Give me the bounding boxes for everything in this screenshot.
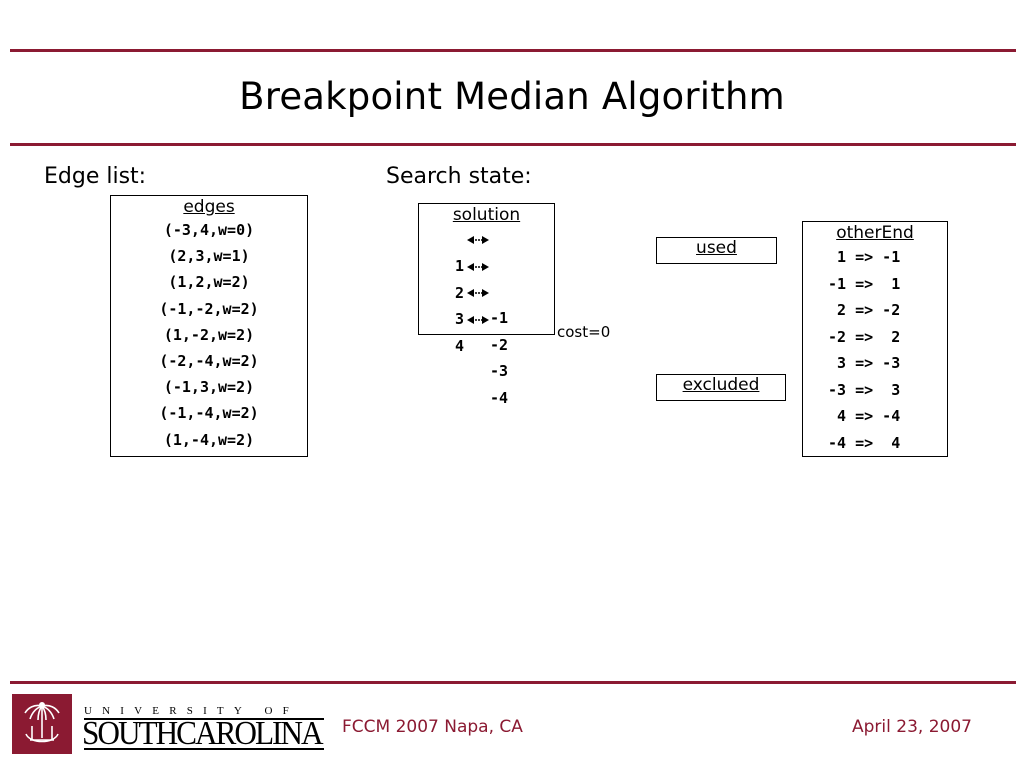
solution-right-value: -4 (490, 388, 509, 407)
edge-item: (-2,-4,w=2) (159, 351, 259, 370)
solution-row: 1 -1 (419, 227, 554, 327)
other-end-header: otherEnd (836, 223, 914, 243)
other-end-row: 3 => -3 (828, 354, 901, 372)
edge-item: (1,2,w=2) (168, 273, 250, 292)
edges-header: edges (183, 197, 235, 217)
footer-rule (10, 681, 1016, 684)
other-end-row: -3 => 3 (828, 380, 901, 399)
solution-left-value: 2 (455, 283, 465, 302)
double-arrow-icon (467, 315, 489, 324)
search-state-label: Search state: (386, 164, 532, 189)
cost-label: cost=0 (557, 323, 611, 341)
other-end-row: -4 => 4 (828, 433, 901, 452)
solution-left-value: 1 (455, 257, 465, 275)
logo-university-of: UNIVERSITY OF (84, 705, 299, 717)
title-underline-rule (10, 143, 1016, 146)
used-box: used (656, 237, 777, 264)
solution-row: 3 -3 (419, 280, 554, 380)
edge-item: (1,-2,w=2) (163, 325, 255, 344)
slide-title: Breakpoint Median Algorithm (239, 75, 785, 118)
edge-item: (-3,4,w=0) (163, 221, 255, 239)
excluded-box: excluded (656, 374, 786, 401)
edge-list-label: Edge list: (44, 164, 147, 189)
edge-item: (2,3,w=1) (168, 247, 250, 266)
solution-right-value: -1 (490, 309, 509, 327)
solution-right-value: -3 (490, 362, 509, 380)
top-rule (10, 49, 1016, 52)
solution-table: solution 1 -1 2 -2 3 -3 4 -4 (418, 203, 555, 407)
solution-row: 2 -2 (419, 254, 554, 354)
logo-rule-top (84, 718, 324, 720)
solution-left-value: 4 (455, 336, 465, 355)
double-arrow-icon (467, 289, 489, 297)
double-arrow-icon (467, 236, 489, 244)
edge-item: (-1,-2,w=2) (159, 299, 259, 318)
other-end-row: 2 => -2 (828, 301, 901, 319)
edge-item: (1,-4,w=2) (163, 430, 255, 449)
solution-left-value: 3 (455, 310, 465, 328)
footer-date: April 23, 2007 (852, 717, 972, 737)
edges-table: edges (-3,4,w=0) (2,3,w=1) (1,2,w=2) (-1… (110, 195, 308, 457)
other-end-table: otherEnd 1 => -1 -1 => 1 2 => -2 -2 => 2… (802, 221, 948, 457)
double-arrow-icon (467, 262, 489, 271)
solution-right-value: -2 (490, 335, 509, 354)
logo-south-carolina: SOUTHCAROLINA (82, 715, 324, 752)
edge-item: (-1,3,w=2) (163, 378, 255, 397)
palmetto-seal-icon (12, 694, 72, 754)
edge-item: (-1,-4,w=2) (159, 404, 259, 423)
used-header: used (696, 238, 737, 258)
logo-rule-bottom (84, 748, 324, 750)
solution-header: solution (452, 205, 521, 225)
footer-event: FCCM 2007 Napa, CA (342, 717, 523, 737)
other-end-row: -2 => 2 (828, 327, 901, 346)
other-end-row: -1 => 1 (828, 274, 901, 293)
other-end-row: 4 => -4 (828, 407, 901, 425)
other-end-row: 1 => -1 (828, 248, 901, 266)
excluded-header: excluded (682, 375, 760, 395)
solution-row: 4 -4 (419, 307, 554, 407)
